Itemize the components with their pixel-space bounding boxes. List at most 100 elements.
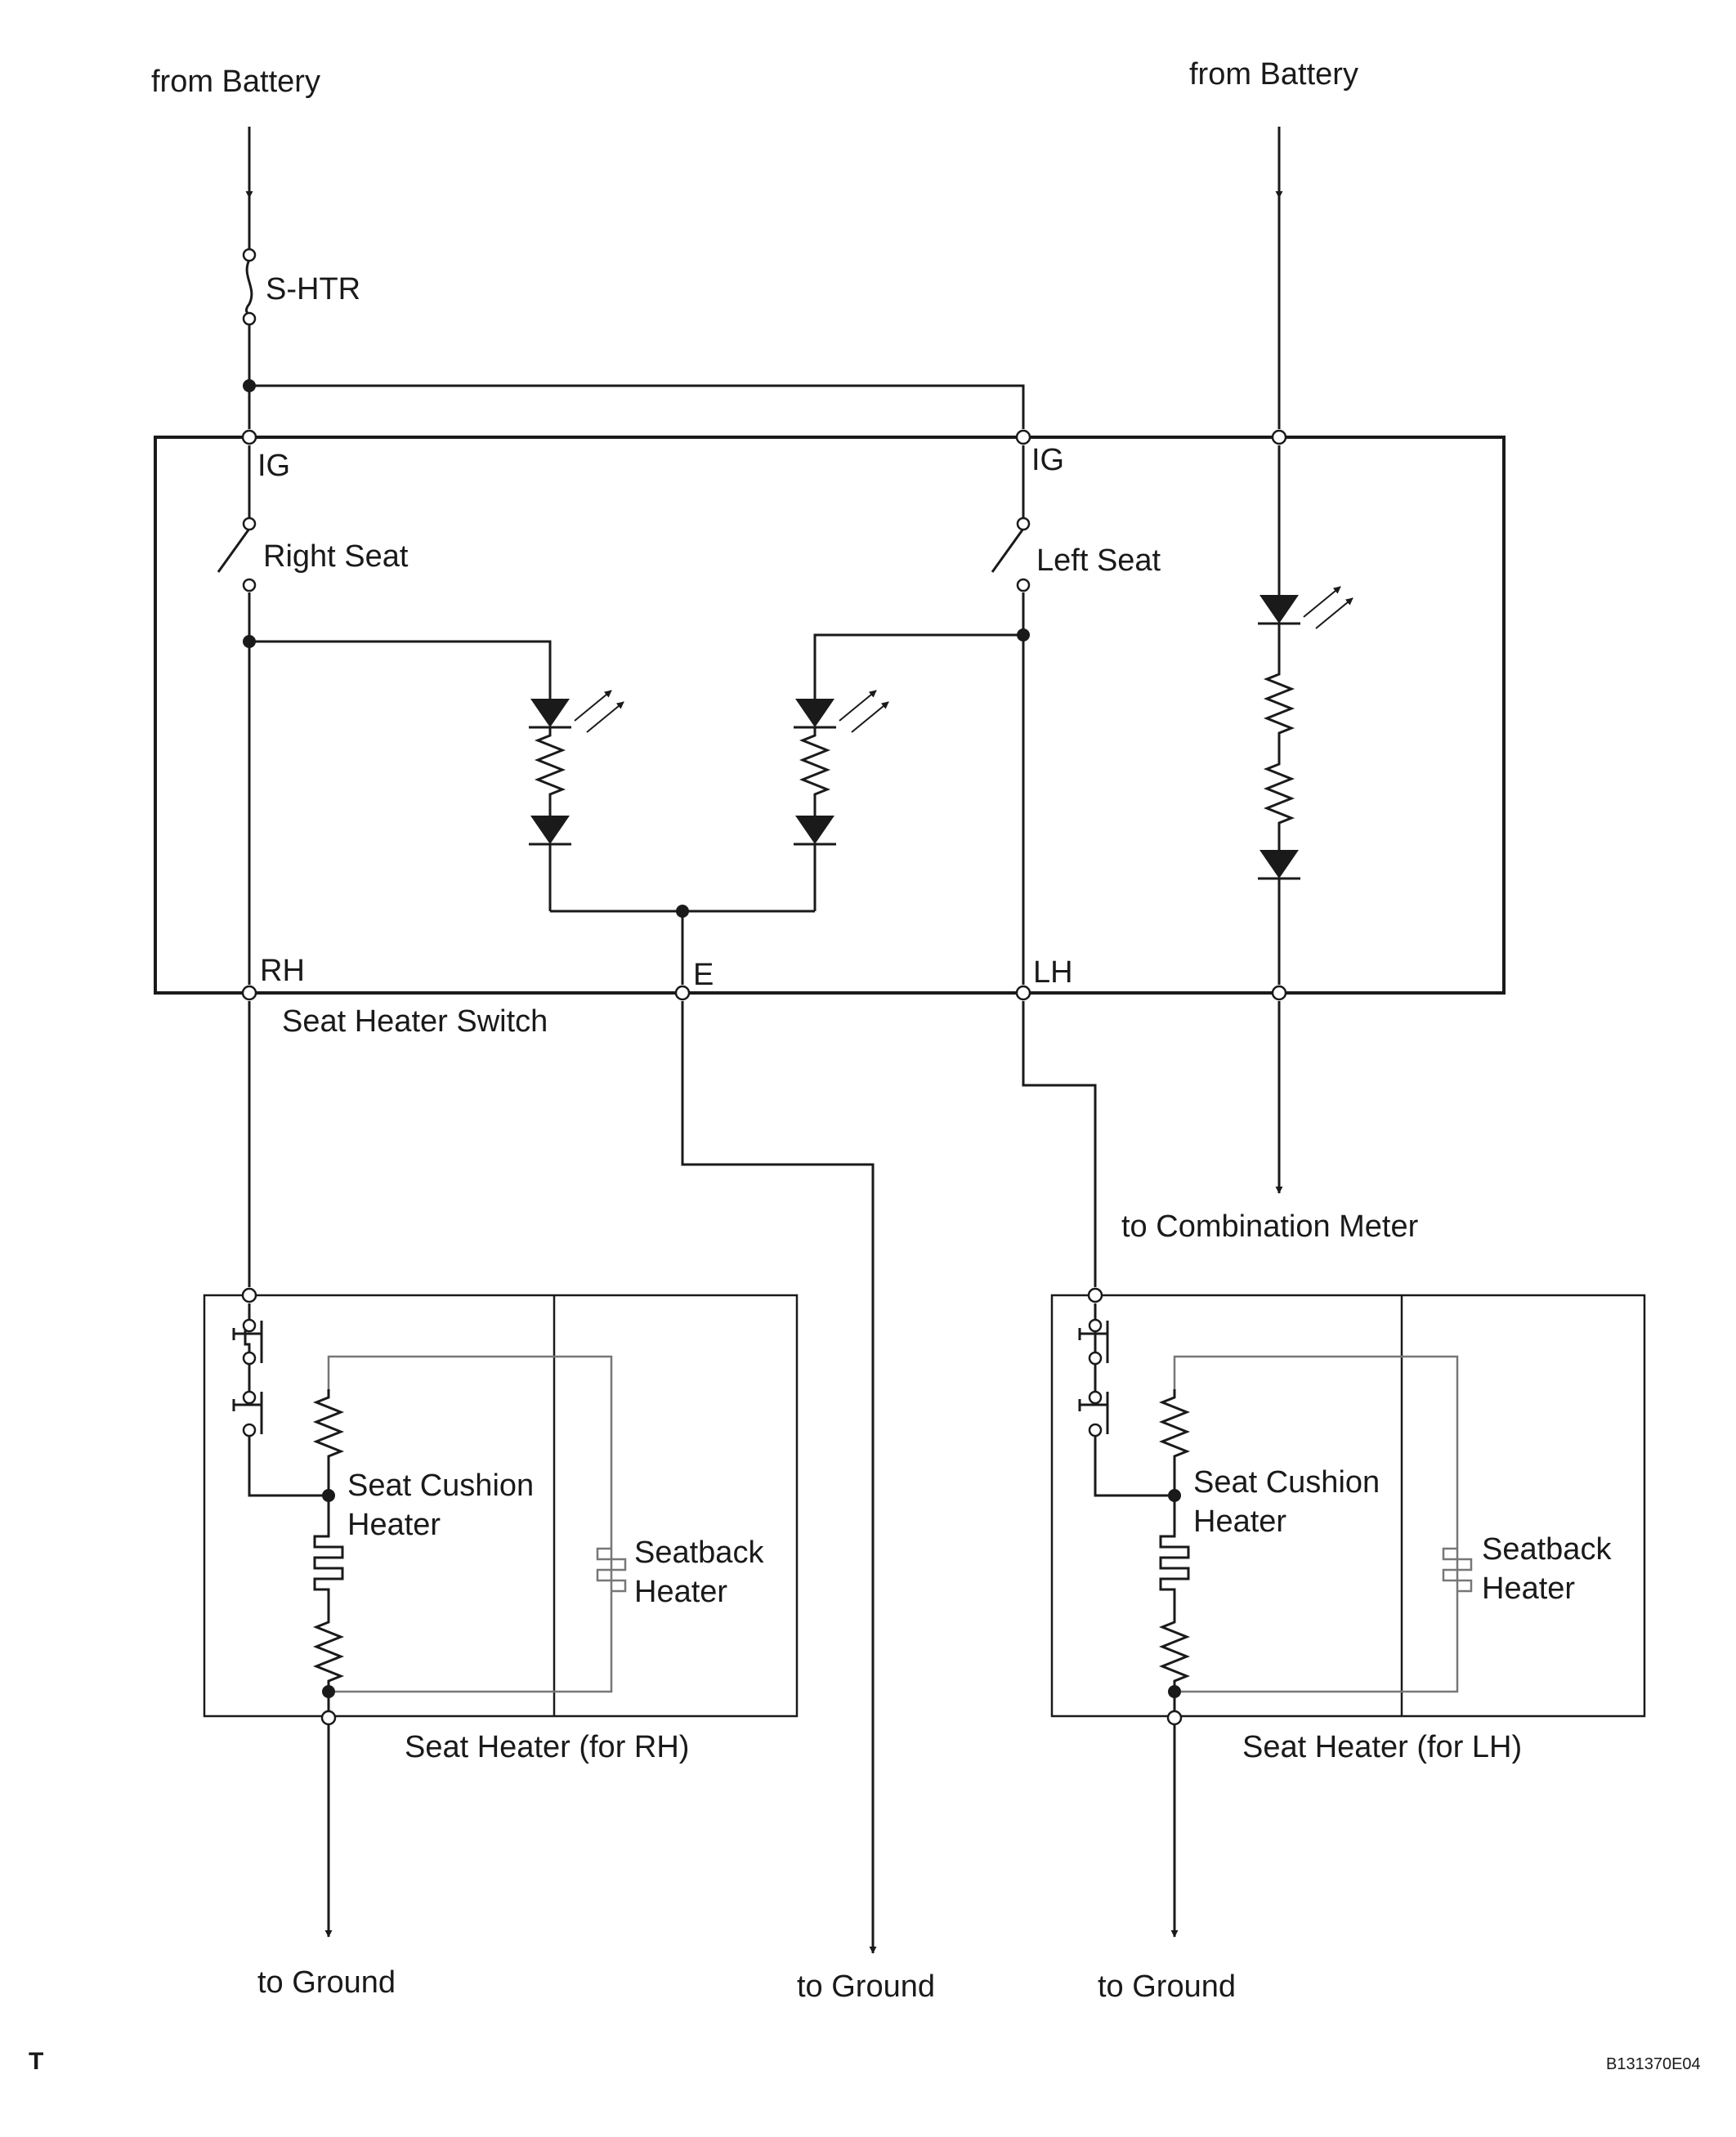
left-seat-switch	[991, 528, 1025, 573]
ig-right-label: IG	[1031, 443, 1064, 477]
lh-cushion-resistor-lower	[1158, 1618, 1191, 1692]
combination-meter-terminal	[1271, 985, 1287, 1001]
junction-rh-heater-return	[322, 1685, 335, 1698]
battery-right-terminal	[1271, 429, 1287, 445]
junction-ig-bridge	[243, 379, 256, 392]
to-combination-meter-label: to Combination Meter	[1121, 1209, 1419, 1244]
wire-right-seat-to-led	[249, 640, 552, 699]
fuse-s-htr	[244, 259, 253, 315]
left-seat-indicator-diode	[795, 816, 834, 844]
rh-seatback-return-wire	[327, 1355, 613, 1693]
to-ground-e-label: to Ground	[797, 1969, 935, 2004]
rh-cushion-heater-element	[313, 1495, 344, 1618]
left-seat-label: Left Seat	[1036, 543, 1161, 578]
wire-rh-thermostat-to-junction	[248, 1436, 329, 1497]
lh-seat-cushion-heater-label-2: Heater	[1193, 1504, 1286, 1539]
rh-thermostat-2-terminal-top	[242, 1390, 257, 1405]
rh-cushion-resistor-upper	[312, 1389, 345, 1495]
lh-thermostat-1-terminal-top	[1088, 1318, 1103, 1333]
ig-left-terminal	[241, 429, 257, 445]
wire-left-seat-to-led	[813, 633, 1023, 699]
junction-left-seat	[1017, 628, 1030, 642]
rh-terminal	[241, 985, 257, 1001]
left-seat-switch-terminal-bottom	[1016, 578, 1031, 592]
lh-seatback-heater-label: Seatback	[1482, 1532, 1612, 1567]
junction-lh-cushion	[1168, 1489, 1181, 1502]
seat-heater-rh-output-terminal	[320, 1710, 337, 1726]
from-battery-left-label: from Battery	[151, 65, 320, 99]
lh-cushion-resistor-upper	[1158, 1389, 1191, 1495]
lh-seatback-heater-element	[1442, 1547, 1473, 1593]
junction-lh-heater-return	[1168, 1685, 1181, 1698]
right-seat-indicator-led	[530, 699, 570, 727]
rh-seat-cushion-heater-label: Seat Cushion	[347, 1469, 534, 1503]
rh-seatback-heater-label-2: Heater	[634, 1575, 727, 1609]
lh-terminal-label: LH	[1033, 955, 1073, 990]
right-seat-switch	[217, 528, 251, 573]
seat-heater-rh	[203, 1294, 799, 1938]
illumination-resistor-1	[1263, 624, 1295, 758]
lh-thermostat-2-terminal-bottom	[1088, 1423, 1103, 1437]
lh-terminal	[1015, 985, 1031, 1001]
left-seat-indicator-resistor	[799, 727, 831, 816]
seat-heater-switch-box	[154, 436, 1506, 995]
lh-thermostat-2-terminal-top	[1088, 1390, 1103, 1405]
illumination-diode	[1259, 850, 1299, 878]
right-seat-label: Right Seat	[263, 539, 409, 574]
rh-thermostat-1-terminal-top	[242, 1318, 257, 1333]
figure-code: B131370E04	[1606, 2055, 1701, 2073]
seat-heater-lh-box	[1050, 1294, 1646, 1718]
e-terminal	[674, 985, 691, 1001]
wire-ig-bridge	[249, 384, 1025, 429]
corner-mark: T	[29, 2048, 43, 2075]
rh-seatback-heater-element	[596, 1547, 627, 1593]
rh-thermostat-2-terminal-bottom	[242, 1423, 257, 1437]
seat-heater-switch-label: Seat Heater Switch	[282, 1004, 548, 1039]
ig-right-terminal	[1015, 429, 1031, 445]
seat-heater-rh-box	[203, 1294, 799, 1718]
right-seat-switch-terminal-bottom	[242, 578, 257, 592]
from-battery-right-label: from Battery	[1189, 57, 1358, 92]
seat-heater-lh-label: Seat Heater (for LH)	[1242, 1730, 1522, 1764]
fuse-label: S-HTR	[266, 272, 360, 306]
rh-cushion-resistor-lower	[312, 1618, 345, 1692]
junction-right-seat	[243, 635, 256, 648]
illumination-resistor-2	[1263, 758, 1295, 850]
lh-thermostat-1-terminal	[1088, 1351, 1103, 1366]
lh-seatback-heater-label-2: Heater	[1482, 1571, 1575, 1606]
wire-lh-thermostat-to-junction	[1094, 1436, 1174, 1497]
right-seat-indicator-resistor	[534, 727, 566, 816]
rh-terminal-label: RH	[260, 954, 305, 988]
seat-heater-rh-input-terminal	[241, 1287, 257, 1303]
seat-heater-rh-label: Seat Heater (for RH)	[405, 1730, 689, 1764]
illumination-led	[1259, 595, 1299, 624]
fuse-terminal-top	[242, 248, 257, 262]
junction-rh-cushion	[322, 1489, 335, 1502]
left-seat-led-light-arrow-2	[851, 701, 889, 733]
seat-heater-lh-input-terminal	[1087, 1287, 1103, 1303]
rh-seatback-heater-label: Seatback	[634, 1536, 764, 1570]
illumination-led-light-arrow-2	[1315, 597, 1353, 629]
left-seat-led-light-arrow-1	[839, 690, 877, 722]
seat-heater-lh-output-terminal	[1166, 1710, 1183, 1726]
rh-thermostat-1-terminal	[242, 1351, 257, 1366]
illumination-led-light-arrow-1	[1303, 586, 1341, 618]
right-seat-indicator-diode	[530, 816, 570, 844]
to-ground-rh-label: to Ground	[257, 1965, 396, 2000]
ig-left-label: IG	[257, 449, 290, 483]
right-seat-switch-terminal-top	[242, 516, 257, 531]
left-seat-indicator-led	[795, 699, 834, 727]
left-seat-switch-terminal-top	[1016, 516, 1031, 531]
lh-seat-cushion-heater-label: Seat Cushion	[1193, 1465, 1380, 1500]
lh-cushion-heater-element	[1159, 1495, 1190, 1618]
rh-seat-cushion-heater-label-2: Heater	[347, 1508, 441, 1542]
seat-heater-lh	[1050, 1294, 1646, 1938]
right-seat-led-light-arrow-1	[574, 690, 612, 722]
junction-e-bus	[676, 905, 689, 918]
e-terminal-label: E	[693, 958, 714, 992]
lh-seatback-return-wire	[1173, 1355, 1459, 1693]
wire-e-to-ground	[681, 1001, 877, 1954]
fuse-terminal-bottom	[242, 311, 257, 326]
wire-lh-to-seat-heater	[1022, 1001, 1097, 1287]
